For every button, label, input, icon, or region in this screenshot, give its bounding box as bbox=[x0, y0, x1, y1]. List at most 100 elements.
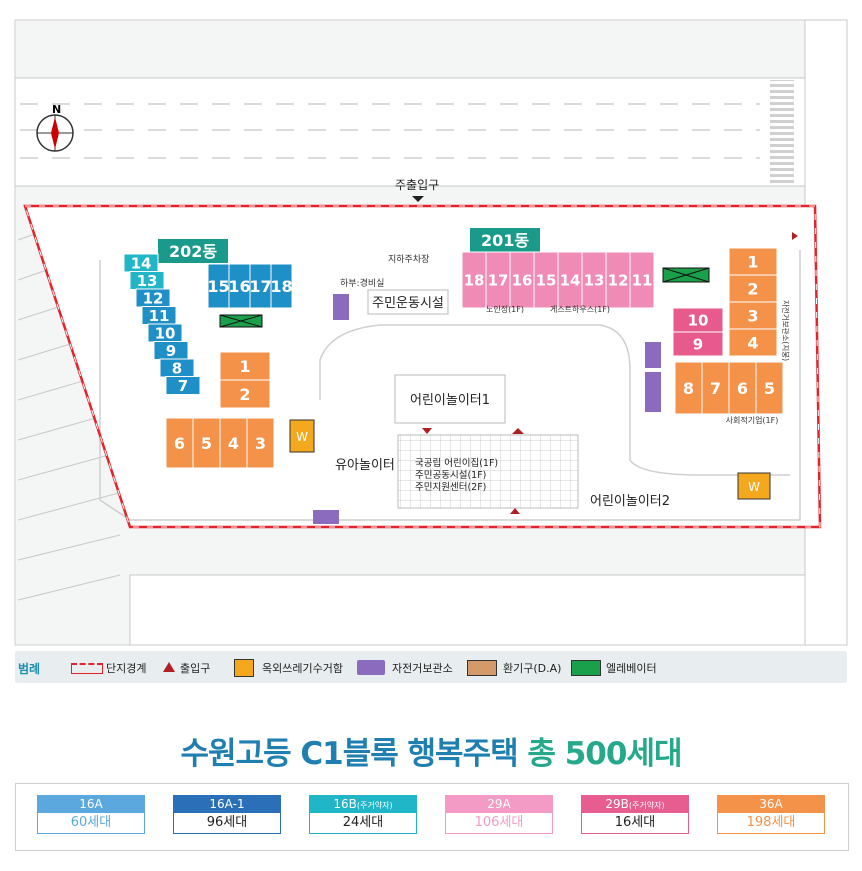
unit-number: 16 bbox=[228, 277, 250, 296]
unit-number: 1 bbox=[747, 252, 758, 271]
unit-number: 2 bbox=[239, 385, 250, 404]
center-line2: 주민공동시설(1F) bbox=[415, 470, 486, 481]
unit-number: 17 bbox=[488, 271, 509, 289]
vent-legend-icon bbox=[467, 660, 497, 676]
unit-type-name: 29A bbox=[487, 797, 511, 811]
unit-number: 7 bbox=[710, 379, 721, 398]
north-label: N bbox=[52, 103, 61, 116]
legend-bar bbox=[15, 651, 847, 683]
guest-house-label: 게스트하우스(1F) bbox=[550, 304, 610, 314]
security-room-label: 하부:경비실 bbox=[340, 277, 384, 289]
unit-number: 9 bbox=[693, 335, 703, 353]
playground-2-label: 어린이놀이터2 bbox=[590, 494, 670, 509]
page-title: 수원고등 C1블록 행복주택 총 500세대 bbox=[0, 728, 862, 773]
unit-block bbox=[557, 251, 583, 309]
unit-count: 60세대 bbox=[37, 813, 145, 834]
unit-count: 96세대 bbox=[173, 813, 281, 834]
boundary-swatch bbox=[71, 663, 103, 674]
unit-block bbox=[219, 379, 271, 409]
legend-title: 범례 bbox=[18, 662, 41, 676]
unit-block bbox=[270, 263, 293, 309]
unit-number: 10 bbox=[155, 324, 176, 342]
title-total: 총 500세대 bbox=[527, 736, 682, 772]
title-main: 수원고등 C1블록 행복주택 bbox=[180, 736, 519, 772]
b201-right-units: 1 2 3 4 bbox=[728, 247, 778, 357]
lane-markings bbox=[20, 103, 760, 159]
b201-mid-units: 109 bbox=[672, 307, 724, 357]
unit-type-header: 16B(주거약자) bbox=[309, 795, 417, 813]
senior-center-label: 노인정(1F) bbox=[486, 304, 524, 314]
north-compass-icon bbox=[36, 114, 74, 152]
unit-number: 18 bbox=[464, 271, 485, 289]
unit-number: 5 bbox=[201, 434, 212, 453]
unit-block bbox=[728, 361, 757, 415]
unit-number: 10 bbox=[688, 311, 709, 329]
inner-road bbox=[99, 250, 801, 521]
unit-block bbox=[165, 417, 194, 469]
community-center-box bbox=[397, 434, 579, 509]
unit-type-sub: (주거약자) bbox=[356, 801, 393, 810]
w-mark: W bbox=[748, 480, 760, 494]
unit-number: 15 bbox=[536, 271, 557, 289]
center-line3: 주민지원센터(2F) bbox=[415, 482, 486, 493]
unit-number: 14 bbox=[131, 254, 152, 272]
b202-orange-units: 12 bbox=[219, 351, 271, 409]
playground-1-box bbox=[394, 374, 506, 424]
south-lot bbox=[129, 574, 806, 646]
unit-number: 5 bbox=[764, 379, 775, 398]
unit-number: 3 bbox=[747, 306, 758, 325]
unit-number: 12 bbox=[608, 271, 629, 289]
legend-elevator: 엘레베이터 bbox=[606, 662, 657, 675]
legend-boundary: 단지경계 bbox=[106, 662, 147, 675]
building-202-label: 202동 bbox=[169, 242, 217, 261]
playground-1-label: 어린이놀이터1 bbox=[410, 393, 490, 408]
unit-type-header: 36A bbox=[717, 795, 825, 813]
unit-type-card: 16A 60세대 bbox=[37, 795, 145, 837]
unit-number: 17 bbox=[249, 277, 271, 296]
unit-number: 13 bbox=[137, 272, 158, 290]
unit-type-header: 29B(주거약자) bbox=[581, 795, 689, 813]
unit-block bbox=[192, 417, 221, 469]
unit-count: 198세대 bbox=[717, 813, 825, 834]
unit-count: 106세대 bbox=[445, 813, 553, 834]
unit-block bbox=[728, 328, 778, 357]
unit-block bbox=[672, 331, 724, 357]
unit-number: 4 bbox=[747, 333, 758, 352]
unit-number: 11 bbox=[632, 271, 653, 289]
unit-block bbox=[485, 251, 511, 309]
legend-bike: 자전거보관소 bbox=[392, 662, 453, 675]
building-201-badge bbox=[470, 228, 540, 252]
entrance-icons bbox=[422, 232, 798, 514]
unit-block bbox=[165, 376, 201, 395]
unit-number: 13 bbox=[584, 271, 605, 289]
unit-number: 9 bbox=[166, 342, 176, 360]
sports-box bbox=[367, 289, 449, 315]
main-road bbox=[14, 77, 806, 187]
unit-type-card: 16B(주거약자)24세대 bbox=[309, 795, 417, 837]
legend-waste: 옥외쓰레기수거함 bbox=[262, 662, 343, 675]
unit-type-card: 29A 106세대 bbox=[445, 795, 553, 837]
unit-number: 11 bbox=[149, 307, 170, 325]
waste-legend-icon bbox=[234, 659, 254, 677]
unit-type-name: 16A-1 bbox=[209, 797, 245, 811]
w-mark: W bbox=[296, 430, 308, 444]
center-line1: 국공립 어린이집(1F) bbox=[415, 457, 498, 469]
unit-number: 6 bbox=[174, 434, 185, 453]
unit-number: 8 bbox=[172, 359, 182, 377]
unit-number: 18 bbox=[270, 277, 292, 296]
unit-block bbox=[533, 251, 559, 309]
unit-count: 24세대 bbox=[309, 813, 417, 834]
unit-type-header: 29A bbox=[445, 795, 553, 813]
unit-number: 7 bbox=[178, 377, 188, 395]
unit-block bbox=[461, 251, 487, 309]
unit-number: 2 bbox=[747, 279, 758, 298]
unit-type-name: 16A bbox=[79, 797, 103, 811]
site-boundary-dash bbox=[24, 205, 821, 528]
unit-block bbox=[246, 417, 275, 469]
bike-rack-icons bbox=[313, 294, 661, 524]
